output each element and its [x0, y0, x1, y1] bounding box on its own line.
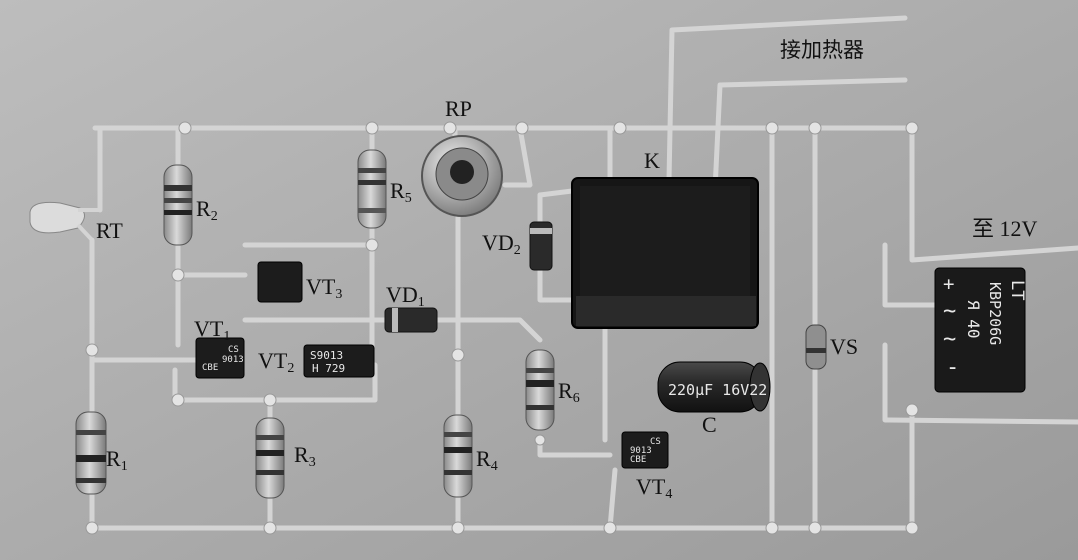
thermistor-rt: [29, 201, 100, 242]
transistor-vt4: CS 9013 CBE: [621, 431, 669, 469]
vt2-marking-2: H 729: [312, 362, 345, 375]
label-rt: RT: [96, 218, 123, 243]
label-heater: 接加热器: [780, 38, 864, 62]
resistor-r6: [525, 349, 555, 431]
label-supply: 至 12V: [972, 216, 1038, 241]
label-vt3: VT3: [306, 274, 343, 302]
resistor-r2: [163, 164, 193, 246]
resistor-r3: [255, 417, 285, 499]
label-rp: RP: [445, 96, 472, 121]
label-vd1: VD1: [386, 282, 425, 310]
label-r1: R1: [106, 446, 128, 474]
capacitor-c: 220μF 16V22: [657, 361, 771, 413]
transistor-vt1: CS 9013 CBE: [195, 337, 245, 379]
bridge-marking-3: Я 40: [964, 300, 983, 339]
transistor-vt2: S9013 H 729: [303, 344, 375, 378]
capacitor-marking: 220μF 16V22: [668, 381, 767, 399]
vt1-marking-3: CBE: [202, 363, 218, 373]
zener-vs: [805, 324, 827, 370]
label-r5: R5: [390, 178, 412, 206]
transistor-vt3: [257, 261, 303, 303]
vt4-marking-2: 9013: [630, 446, 652, 456]
label-vs: VS: [830, 334, 859, 359]
resistor-r1: [75, 411, 107, 495]
vt2-marking-1: S9013: [310, 349, 343, 362]
diode-vd1: [384, 307, 438, 333]
bridge-marking-ac1: ~: [943, 299, 956, 324]
relay-k: [571, 177, 759, 329]
label-k: K: [644, 148, 660, 173]
vt1-marking-2: 9013: [222, 355, 244, 365]
bridge-marking-ac2: ~: [943, 327, 956, 352]
diode-vd2: [529, 221, 553, 271]
wiring: [89, 15, 1078, 531]
label-vt4: VT4: [636, 474, 673, 502]
vt1-marking-1: CS: [228, 345, 239, 355]
label-c: C: [702, 412, 717, 437]
bridge-marking-plus: +: [943, 273, 954, 295]
bridge-rectifier: + ~ ~ - LT KBP206G Я 40: [934, 267, 1027, 393]
label-r2: R2: [196, 196, 218, 224]
vt4-marking-1: CS: [650, 437, 661, 447]
label-r4: R4: [476, 446, 498, 474]
label-vt2: VT2: [258, 348, 295, 376]
bridge-marking-minus: -: [946, 355, 959, 380]
potentiometer-rp: [421, 135, 503, 217]
label-vt1: VT1: [194, 316, 231, 344]
bridge-marking-1: LT: [1007, 280, 1027, 300]
label-r6: R6: [558, 378, 580, 406]
resistor-r5: [357, 149, 387, 229]
resistor-r4: [443, 414, 473, 498]
label-vd2: VD2: [482, 230, 521, 258]
vt4-marking-3: CBE: [630, 455, 646, 465]
label-r3: R3: [294, 442, 316, 470]
bridge-marking-2: KBP206G: [986, 282, 1004, 345]
